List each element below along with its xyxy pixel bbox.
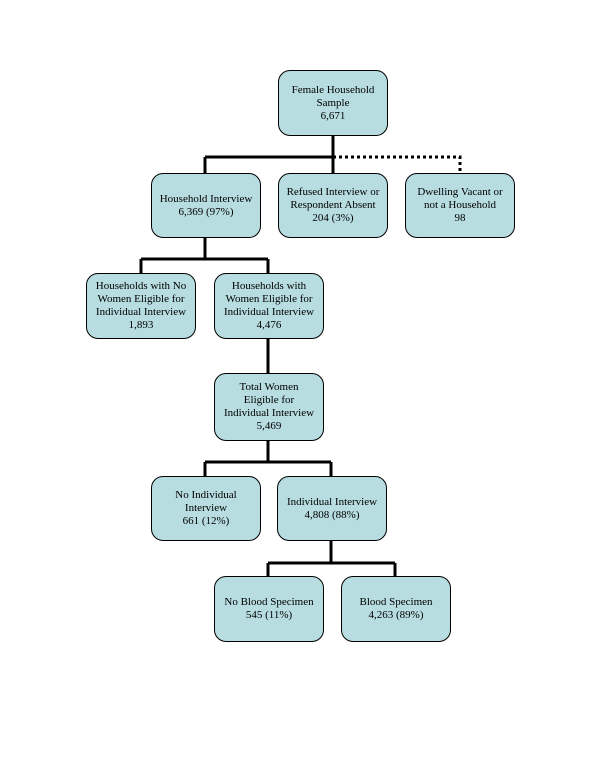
node-total-women-eligible: Total Women Eligible for Individual Inte…: [214, 373, 324, 441]
node-household-interview: Household Interview 6,369 (97%): [151, 173, 261, 238]
node-label: Households with No Women Eligible for In…: [95, 280, 187, 331]
node-households-no-women: Households with No Women Eligible for In…: [86, 273, 196, 339]
connector-sample-to-vacant: [333, 155, 462, 173]
node-label: Blood Specimen 4,263 (89%): [359, 596, 433, 621]
node-label: Female Household Sample 6,671: [291, 83, 375, 122]
node-no-blood-specimen: No Blood Specimen 545 (11%): [214, 576, 324, 642]
connector-individual-to-blood-split: [266, 541, 397, 576]
node-label: No Individual Interview 661 (12%): [175, 489, 237, 527]
node-blood-specimen: Blood Specimen 4,263 (89%): [341, 576, 451, 642]
node-female-household-sample: Female Household Sample 6,671: [278, 70, 388, 136]
connector-total-to-interview-split: [203, 441, 333, 476]
node-label: No Blood Specimen 545 (11%): [224, 596, 314, 621]
node-dwelling-vacant: Dwelling Vacant or not a Household 98: [405, 173, 515, 238]
node-individual-interview: Individual Interview 4,808 (88%): [277, 476, 387, 541]
node-refused-interview: Refused Interview or Respondent Absent 2…: [278, 173, 388, 238]
node-label: Dwelling Vacant or not a Household 98: [417, 186, 503, 224]
node-no-individual-interview: No Individual Interview 661 (12%): [151, 476, 261, 541]
node-label: Refused Interview or Respondent Absent 2…: [286, 186, 380, 224]
node-label: Household Interview 6,369 (97%): [159, 192, 253, 218]
connector-sample-to-household-interview: [203, 136, 335, 173]
node-label: Individual Interview 4,808 (88%): [286, 495, 378, 521]
node-households-with-women: Households with Women Eligible for Indiv…: [214, 273, 324, 339]
node-label: Households with Women Eligible for Indiv…: [223, 280, 315, 331]
connector-household-to-eligibility: [139, 238, 270, 273]
node-label: Total Women Eligible for Individual Inte…: [223, 381, 315, 432]
